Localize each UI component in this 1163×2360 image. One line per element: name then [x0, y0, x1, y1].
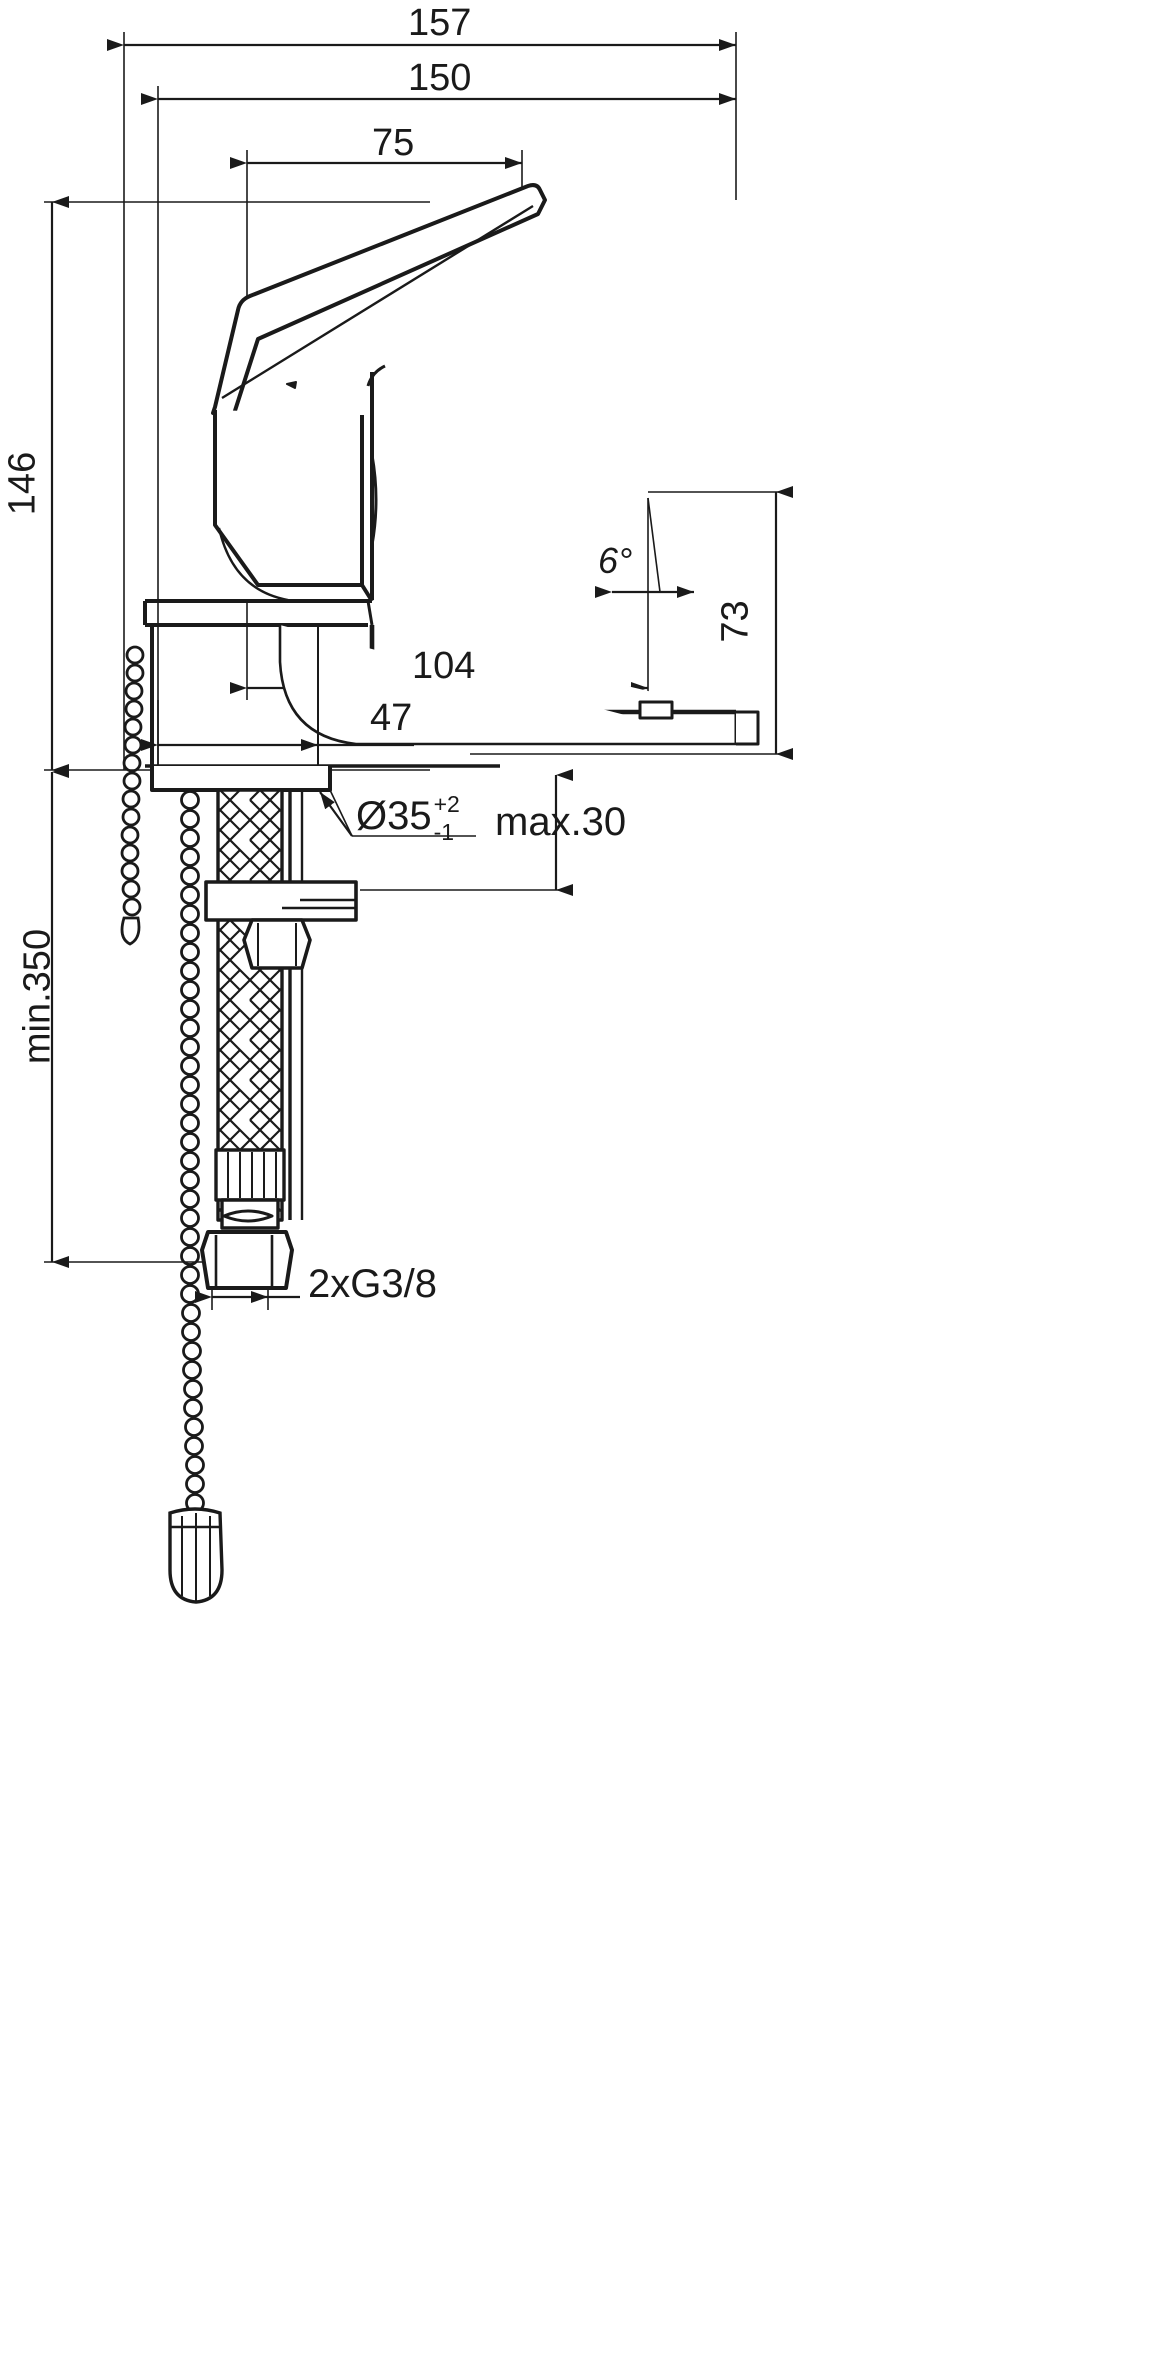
dimension-label-6-degrees: 6° [598, 540, 633, 581]
diameter-value: 35 [387, 794, 432, 838]
diameter-tolerance-lower: -1 [433, 819, 455, 846]
dimension-label-75: 75 [372, 122, 415, 164]
annotation-hole-diameter: Ø 35 +2 -1 [356, 791, 460, 846]
diameter-symbol: Ø [356, 794, 388, 838]
dimension-label-146: 146 [1, 451, 44, 516]
dimension-label-47: 47 [370, 697, 413, 739]
dimension-label-157: 157 [408, 2, 472, 44]
dimension-label-104: 104 [412, 645, 476, 687]
diameter-tolerance-upper: +2 [433, 791, 460, 817]
dimension-label-73: 73 [714, 600, 757, 643]
annotation-max-thickness: max.30 [495, 800, 627, 844]
dimension-label-min-350: min.350 [16, 928, 59, 1065]
annotation-thread-spec: 2xG3/8 [308, 1262, 437, 1306]
dimension-label-150: 150 [408, 57, 472, 99]
